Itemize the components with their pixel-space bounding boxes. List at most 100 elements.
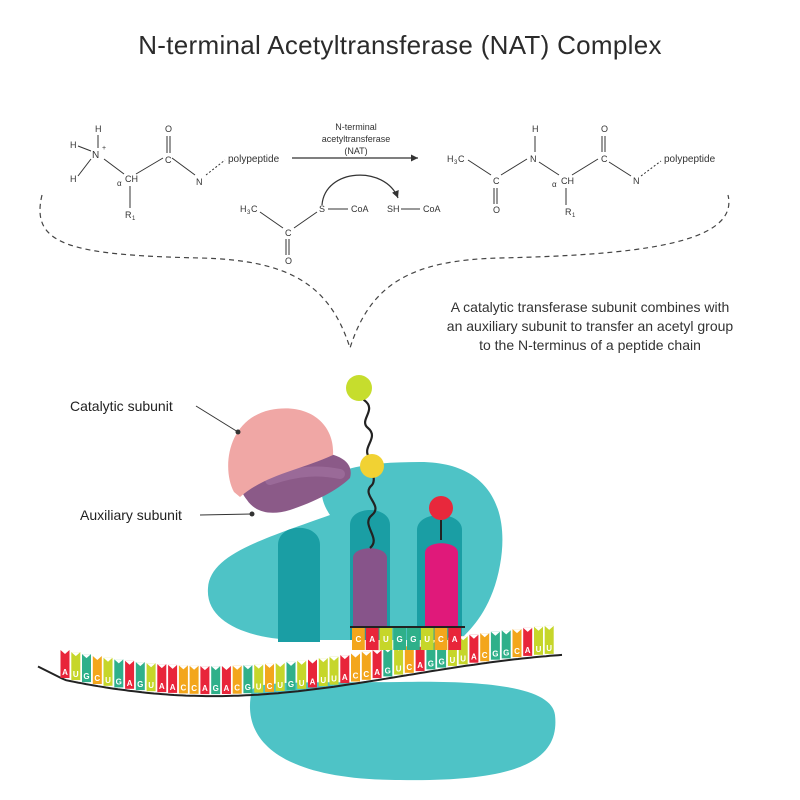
- nucleotide-letter: C: [363, 670, 369, 679]
- nucleotide-notch: [168, 664, 178, 669]
- mrna-nucleotide: [534, 626, 543, 655]
- nucleotide-notch: [286, 661, 296, 666]
- mrna-nucleotide: [92, 656, 102, 684]
- acetyl-c: C: [285, 228, 292, 238]
- nucleotide-notch: [114, 659, 124, 664]
- mrna-nucleotide: [415, 643, 425, 672]
- codon-letter: G: [410, 635, 416, 644]
- codon-letter: U: [383, 635, 389, 644]
- mrna-nucleotide: [71, 652, 81, 681]
- mrna-nucleotide: [480, 633, 490, 662]
- mrna-nucleotide: [458, 636, 468, 665]
- nucleotide-notch: [157, 664, 167, 669]
- cofactor-arrow: [321, 174, 399, 206]
- mrna-nucleotide: [232, 665, 242, 694]
- enzyme-line-3: (NAT): [344, 146, 367, 156]
- catalytic-subunit: [228, 408, 334, 497]
- nucleotide-letter: G: [385, 666, 391, 675]
- nucleotide-notch: [361, 651, 371, 656]
- acetyl-bonds: [259, 208, 420, 255]
- nucleotide-letter: A: [342, 673, 348, 682]
- mrna-nucleotide: [168, 664, 178, 693]
- nucleotide-letter: G: [503, 648, 509, 657]
- mrna-nucleotide: [265, 663, 274, 692]
- nucleotide-letter: A: [525, 646, 531, 655]
- mrna-nucleotide: [318, 658, 328, 687]
- second-amino-acid: [360, 454, 384, 478]
- nucleotide-notch: [254, 664, 264, 669]
- catalytic-leader: [195, 405, 239, 433]
- nucleotide-letter: C: [406, 663, 412, 672]
- auxiliary-highlight: [265, 466, 345, 485]
- auxiliary-label: Auxiliary subunit: [80, 507, 182, 523]
- nucleotide-letter: U: [460, 654, 466, 663]
- description-line-3: to the N-terminus of a peptide chain: [479, 337, 701, 353]
- nucleotide-notch: [189, 665, 199, 670]
- auxiliary-leader-dot: [249, 511, 255, 517]
- nucleotide-notch: [135, 662, 145, 667]
- atom-r1: R: [125, 210, 132, 220]
- atom-c: C: [165, 155, 172, 165]
- polypeptide-left: polypeptide: [228, 154, 280, 165]
- catalytic-label: Catalytic subunit: [70, 398, 173, 414]
- codon-letter: A: [369, 635, 375, 644]
- mrna-nucleotide: [372, 650, 382, 679]
- nucleotide-letter: G: [137, 680, 143, 689]
- nucleotide-letter: U: [277, 681, 283, 690]
- nucleotide-notch: [490, 631, 500, 636]
- mrna-nucleotide: [254, 664, 264, 693]
- nucleotide-notch: [480, 633, 490, 638]
- prod-c1: C: [493, 176, 500, 186]
- acetyl-coa-label: CoA: [351, 204, 369, 214]
- prod-ch: CH: [561, 176, 574, 186]
- nucleotide-letter: U: [331, 675, 337, 684]
- nucleotide-letter: U: [396, 665, 402, 674]
- nucleotide-letter: G: [83, 672, 89, 681]
- nucleotide-notch: [512, 629, 522, 634]
- acetyl-h3c-c: C: [251, 204, 258, 214]
- prod-r1-sub: 1: [572, 213, 576, 219]
- codon-letter: U: [424, 635, 430, 644]
- nucleotide-notch: [501, 630, 511, 635]
- codon-letter: C: [438, 635, 444, 644]
- prod-h: H: [532, 124, 539, 134]
- mrna-backbone: [37, 653, 563, 698]
- mrna-nucleotide: [135, 662, 145, 691]
- codon-base: [352, 628, 365, 650]
- nucleotide-letter: U: [256, 683, 262, 692]
- mrna-nucleotide: [178, 665, 188, 694]
- nucleotide-letter: C: [181, 683, 187, 692]
- nucleotide-notch: [372, 650, 382, 655]
- prod-r1: R: [565, 207, 572, 217]
- prod-n2: N: [633, 176, 640, 186]
- prod-h3c-sub: 3: [454, 160, 458, 166]
- prod-c2: C: [601, 154, 608, 164]
- codon-letter: G: [396, 635, 402, 644]
- nucleotide-letter: A: [127, 679, 133, 688]
- mrna-nucleotide: [383, 648, 393, 677]
- nucleotide-letter: U: [148, 681, 154, 690]
- figure-title: N-terminal Acetyltransferase (NAT) Compl…: [138, 30, 662, 60]
- nucleotide-notch: [329, 656, 339, 661]
- codon-letter: A: [452, 635, 458, 644]
- nucleotide-letter: A: [417, 661, 423, 670]
- incoming-amino-acid: [429, 496, 453, 520]
- charge-plus: +: [102, 145, 106, 152]
- prod-n1: N: [530, 154, 537, 164]
- nucleotide-letter: C: [234, 684, 240, 693]
- nucleotide-notch: [243, 665, 253, 670]
- mrna-nucleotide: [103, 657, 113, 686]
- nucleotide-notch: [178, 665, 188, 670]
- nucleotide-letter: A: [224, 684, 230, 693]
- nucleotide-letter: A: [159, 682, 165, 691]
- atom-ch: CH: [125, 174, 138, 184]
- nucleotide-notch: [544, 625, 554, 630]
- nucleotide-letter: A: [310, 678, 316, 687]
- reactant-amine: H H N + H CH α R 1 O C N polypeptide: [70, 124, 280, 222]
- nucleotide-notch: [275, 663, 285, 667]
- mrna-nucleotide: [351, 653, 360, 682]
- mrna-nucleotide: [447, 637, 457, 666]
- nucleotide-letter: G: [213, 684, 219, 693]
